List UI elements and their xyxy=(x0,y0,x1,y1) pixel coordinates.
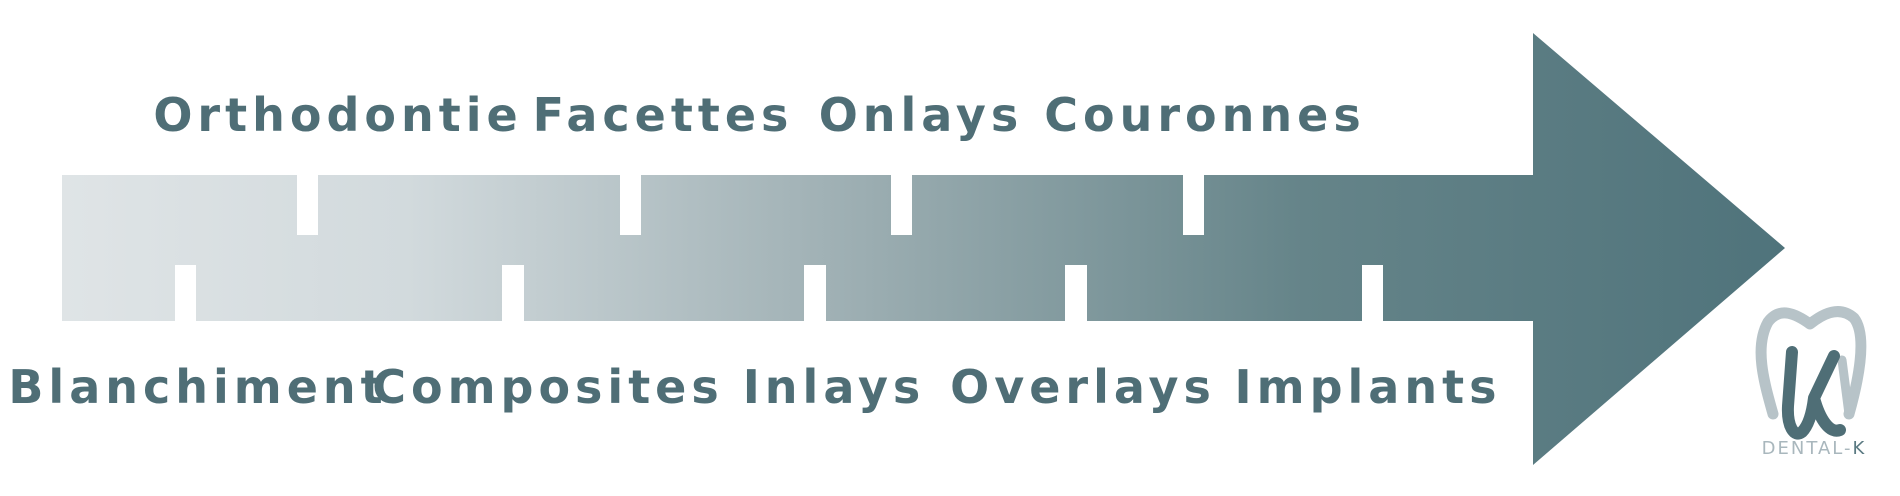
tooth-icon xyxy=(1755,306,1867,440)
step-implants: Implants xyxy=(1234,360,1502,414)
step-inlays: Inlays xyxy=(742,360,926,414)
tooth-root-right xyxy=(1837,355,1854,419)
tooth-outline xyxy=(1755,306,1867,420)
arrow-body xyxy=(62,33,1785,465)
dental-k-logo xyxy=(1748,302,1878,472)
step-couronnes: Couronnes xyxy=(1044,88,1366,142)
step-blanchiment: Blanchiment xyxy=(8,360,388,414)
step-composites: Composites xyxy=(372,360,724,414)
step-facettes: Facettes xyxy=(532,88,794,142)
k-monogram xyxy=(1781,346,1846,440)
logo-name-accent: K xyxy=(1852,438,1867,459)
logo-wordmark: DENTAL-K xyxy=(1756,440,1872,458)
logo-name-main: DENTAL- xyxy=(1761,438,1853,459)
step-onlays: Onlays xyxy=(818,88,1024,142)
step-orthodontie: Orthodontie xyxy=(153,88,523,142)
step-overlays: Overlays xyxy=(950,360,1216,414)
